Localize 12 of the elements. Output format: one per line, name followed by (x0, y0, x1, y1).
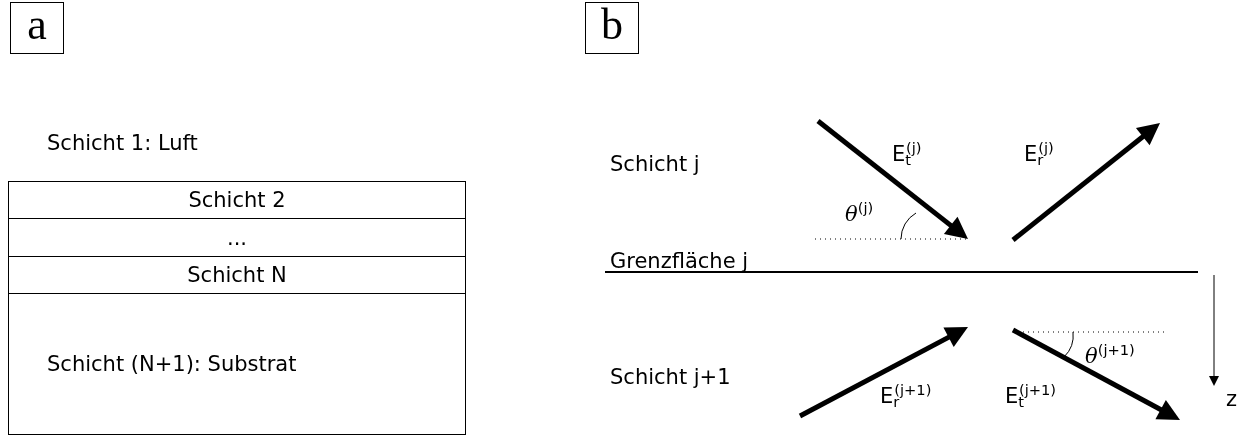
layer-box: Schicht N (8, 256, 466, 294)
text-label: z (1226, 388, 1238, 412)
text-label: Schicht 1: Luft (47, 132, 198, 156)
text-label: Schicht j+1 (610, 366, 731, 390)
panel-tag: b (585, 2, 639, 54)
layer-box: Schicht (N+1): Substrat (8, 293, 466, 435)
text-label: Schicht j (610, 153, 700, 177)
layer-box: ... (8, 218, 466, 257)
angle-label: θ$^{(j+1)}$ (1085, 342, 1135, 369)
layer-box: Schicht 2 (8, 181, 466, 219)
panel-tag: a (10, 2, 64, 54)
angle-label: θ$^{(j)}$ (845, 200, 874, 227)
